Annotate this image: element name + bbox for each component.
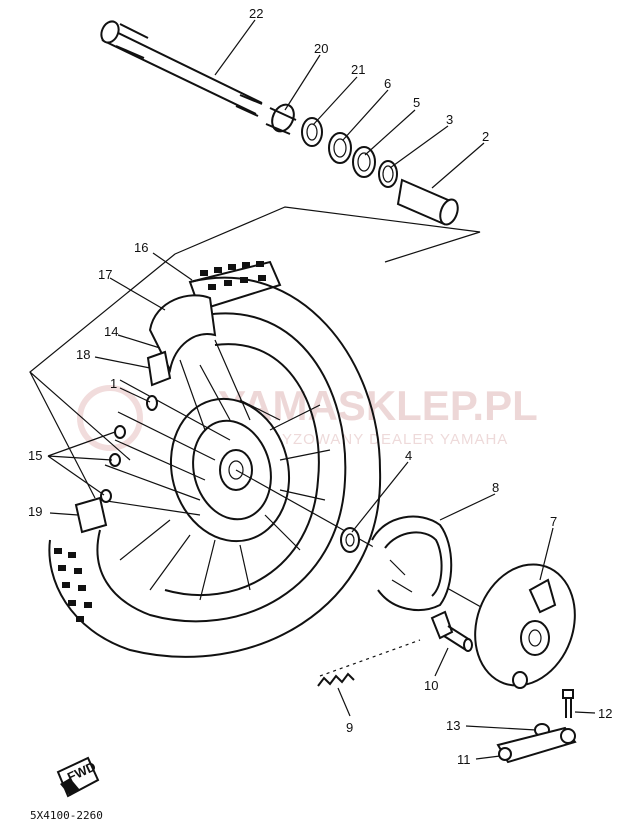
callout-10: 10 — [424, 678, 438, 693]
callout-20: 20 — [314, 41, 328, 56]
callout-17: 17 — [98, 267, 112, 282]
callout-3: 3 — [446, 112, 453, 127]
callout-19: 19 — [28, 504, 42, 519]
watermark: YAMASKLEP.PL AUTORYZOWANY DEALER YAMAHA — [77, 382, 538, 451]
callout-6: 6 — [384, 76, 391, 91]
callout-5: 5 — [413, 95, 420, 110]
callout-18: 18 — [76, 347, 90, 362]
callout-1: 1 — [110, 376, 117, 391]
spokes — [99, 339, 331, 601]
callout-16: 16 — [134, 240, 148, 255]
hub — [169, 397, 291, 543]
tire — [48, 260, 382, 658]
cam-lever-part-11 — [496, 726, 577, 764]
reference-outline — [29, 206, 481, 499]
callout-12: 12 — [598, 706, 612, 721]
callout-2: 2 — [482, 129, 489, 144]
callout-7: 7 — [550, 514, 557, 529]
axle-part-22 — [100, 20, 263, 117]
spring-part-9 — [317, 672, 355, 687]
callout-labels: 22 20 21 6 5 3 2 16 17 14 18 1 15 19 4 8… — [28, 6, 612, 767]
tube-part-17 — [148, 294, 217, 374]
hub-spacer-stack — [265, 103, 459, 226]
callout-8: 8 — [492, 480, 499, 495]
bearing-part-5 — [352, 146, 376, 178]
callout-15: 15 — [28, 448, 42, 463]
callout-9: 9 — [346, 720, 353, 735]
nipple-part-1 — [146, 395, 158, 411]
callout-22: 22 — [249, 6, 263, 21]
part-code: 5X4100-2260 — [30, 809, 103, 822]
tire-tread — [54, 261, 266, 622]
leader-lines — [47, 19, 596, 760]
watermark-logo — [77, 385, 143, 451]
camshaft-part-10 — [430, 610, 473, 652]
callout-13: 13 — [446, 718, 460, 733]
oil-seal-part-4 — [340, 527, 360, 553]
reference-dash-9 — [319, 639, 421, 677]
watermark-subtitle: AUTORYZOWANY DEALER YAMAHA — [225, 431, 508, 448]
callout-14: 14 — [104, 324, 118, 339]
brake-shoes-part-8 — [371, 515, 453, 611]
watermark-brand: YAMASKLEP.PL — [218, 382, 538, 429]
bolt-part-12 — [562, 689, 574, 718]
seal-part-21 — [301, 117, 323, 147]
fwd-arrow: FWD — [56, 756, 100, 798]
callout-4: 4 — [405, 448, 412, 463]
seal-part-3 — [378, 160, 398, 188]
bearing-part-6 — [328, 132, 352, 164]
rim-lock-part-19 — [74, 496, 108, 534]
callout-21: 21 — [351, 62, 365, 77]
callout-11: 11 — [457, 752, 471, 767]
brake-plate-part-7 — [474, 563, 576, 689]
spoke-nipples — [100, 395, 158, 503]
valve-part-18 — [146, 350, 172, 387]
